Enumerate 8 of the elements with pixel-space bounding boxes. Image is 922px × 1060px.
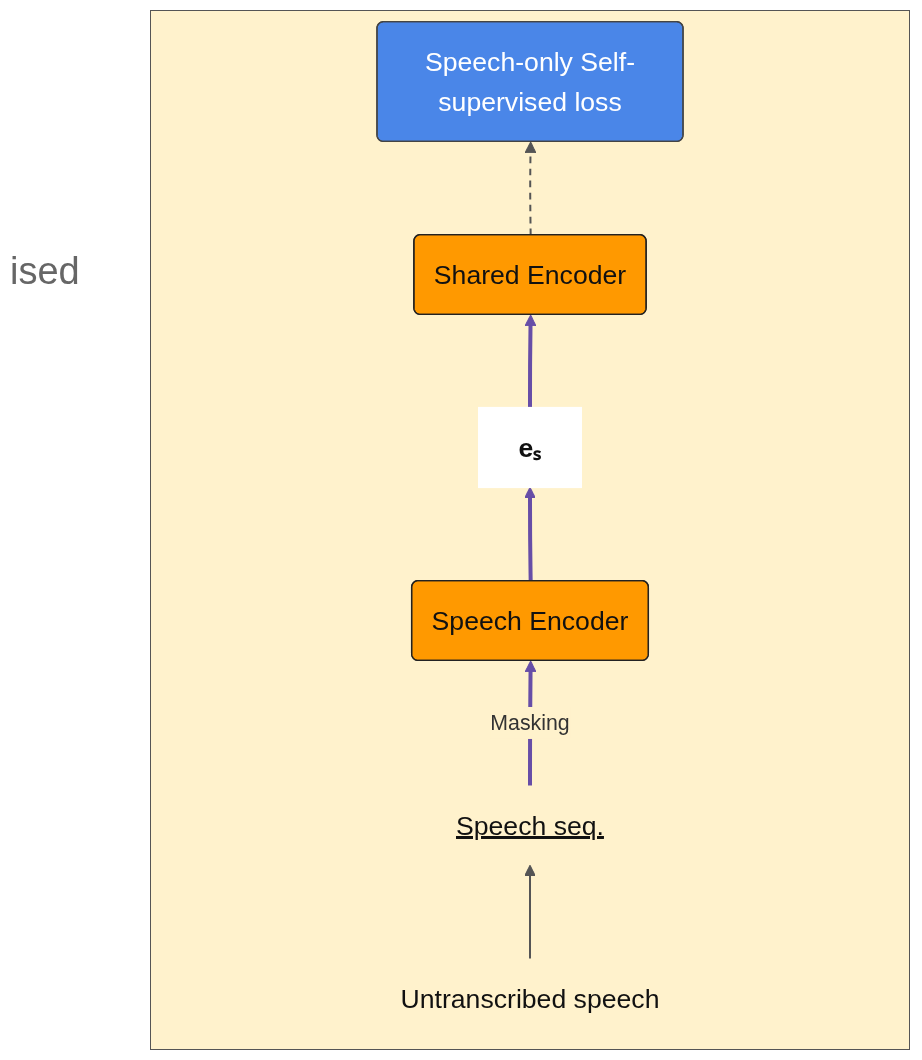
- node-text: Untranscribed speech: [400, 983, 660, 1014]
- arrow: [524, 864, 536, 960]
- node-box: eₛ: [478, 406, 582, 489]
- arrow: [524, 314, 537, 408]
- edge-label: Masking: [490, 710, 570, 734]
- partial-text: ised: [10, 250, 80, 293]
- node-text: Speech seq.: [456, 810, 604, 841]
- arrow: [524, 486, 536, 582]
